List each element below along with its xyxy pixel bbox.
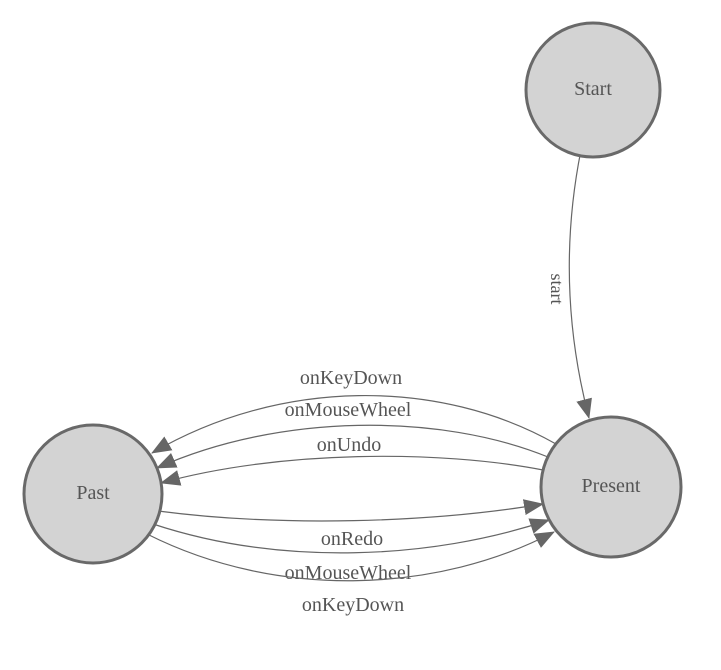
edge-past-to-present-mousewheel: onMouseWheel (152, 518, 550, 584)
edge-label-start: start (547, 274, 567, 305)
node-present-circle (539, 415, 683, 559)
node-past-circle (22, 423, 164, 565)
edge-path-onredo (157, 499, 544, 522)
edge-path-onkeydown-down (146, 531, 555, 582)
edge-path-onmousewheel-up (156, 424, 549, 469)
node-past: Past (22, 423, 164, 565)
node-present: Present (539, 415, 683, 559)
edge-present-to-past-keydown: onKeyDown (151, 367, 557, 454)
edge-label-onkeydown-up: onKeyDown (300, 367, 402, 389)
node-start: Start (524, 21, 662, 159)
node-start-circle (524, 21, 662, 159)
node-start-label: Start (574, 78, 612, 100)
edge-label-onmousewheel-up: onMouseWheel (285, 399, 412, 421)
edge-start-to-present: start (547, 149, 592, 419)
edge-path-onmousewheel-down (152, 518, 550, 554)
edge-label-onundo: onUndo (317, 434, 381, 456)
edge-path-start (568, 149, 592, 419)
edge-past-to-present-keydown: onKeyDown (146, 531, 555, 616)
edge-path-onundo (160, 455, 544, 486)
edge-path-onkeydown-up (151, 395, 557, 454)
edge-past-to-present-redo: onRedo (157, 499, 544, 550)
edge-present-to-past-undo: onUndo (160, 434, 544, 486)
edge-label-onredo: onRedo (321, 528, 383, 550)
edge-label-onmousewheel-down: onMouseWheel (285, 562, 412, 584)
node-past-label: Past (76, 482, 110, 504)
edge-label-onkeydown-down: onKeyDown (302, 594, 404, 616)
edge-present-to-past-mousewheel: onMouseWheel (156, 399, 549, 469)
node-present-label: Present (582, 475, 641, 497)
